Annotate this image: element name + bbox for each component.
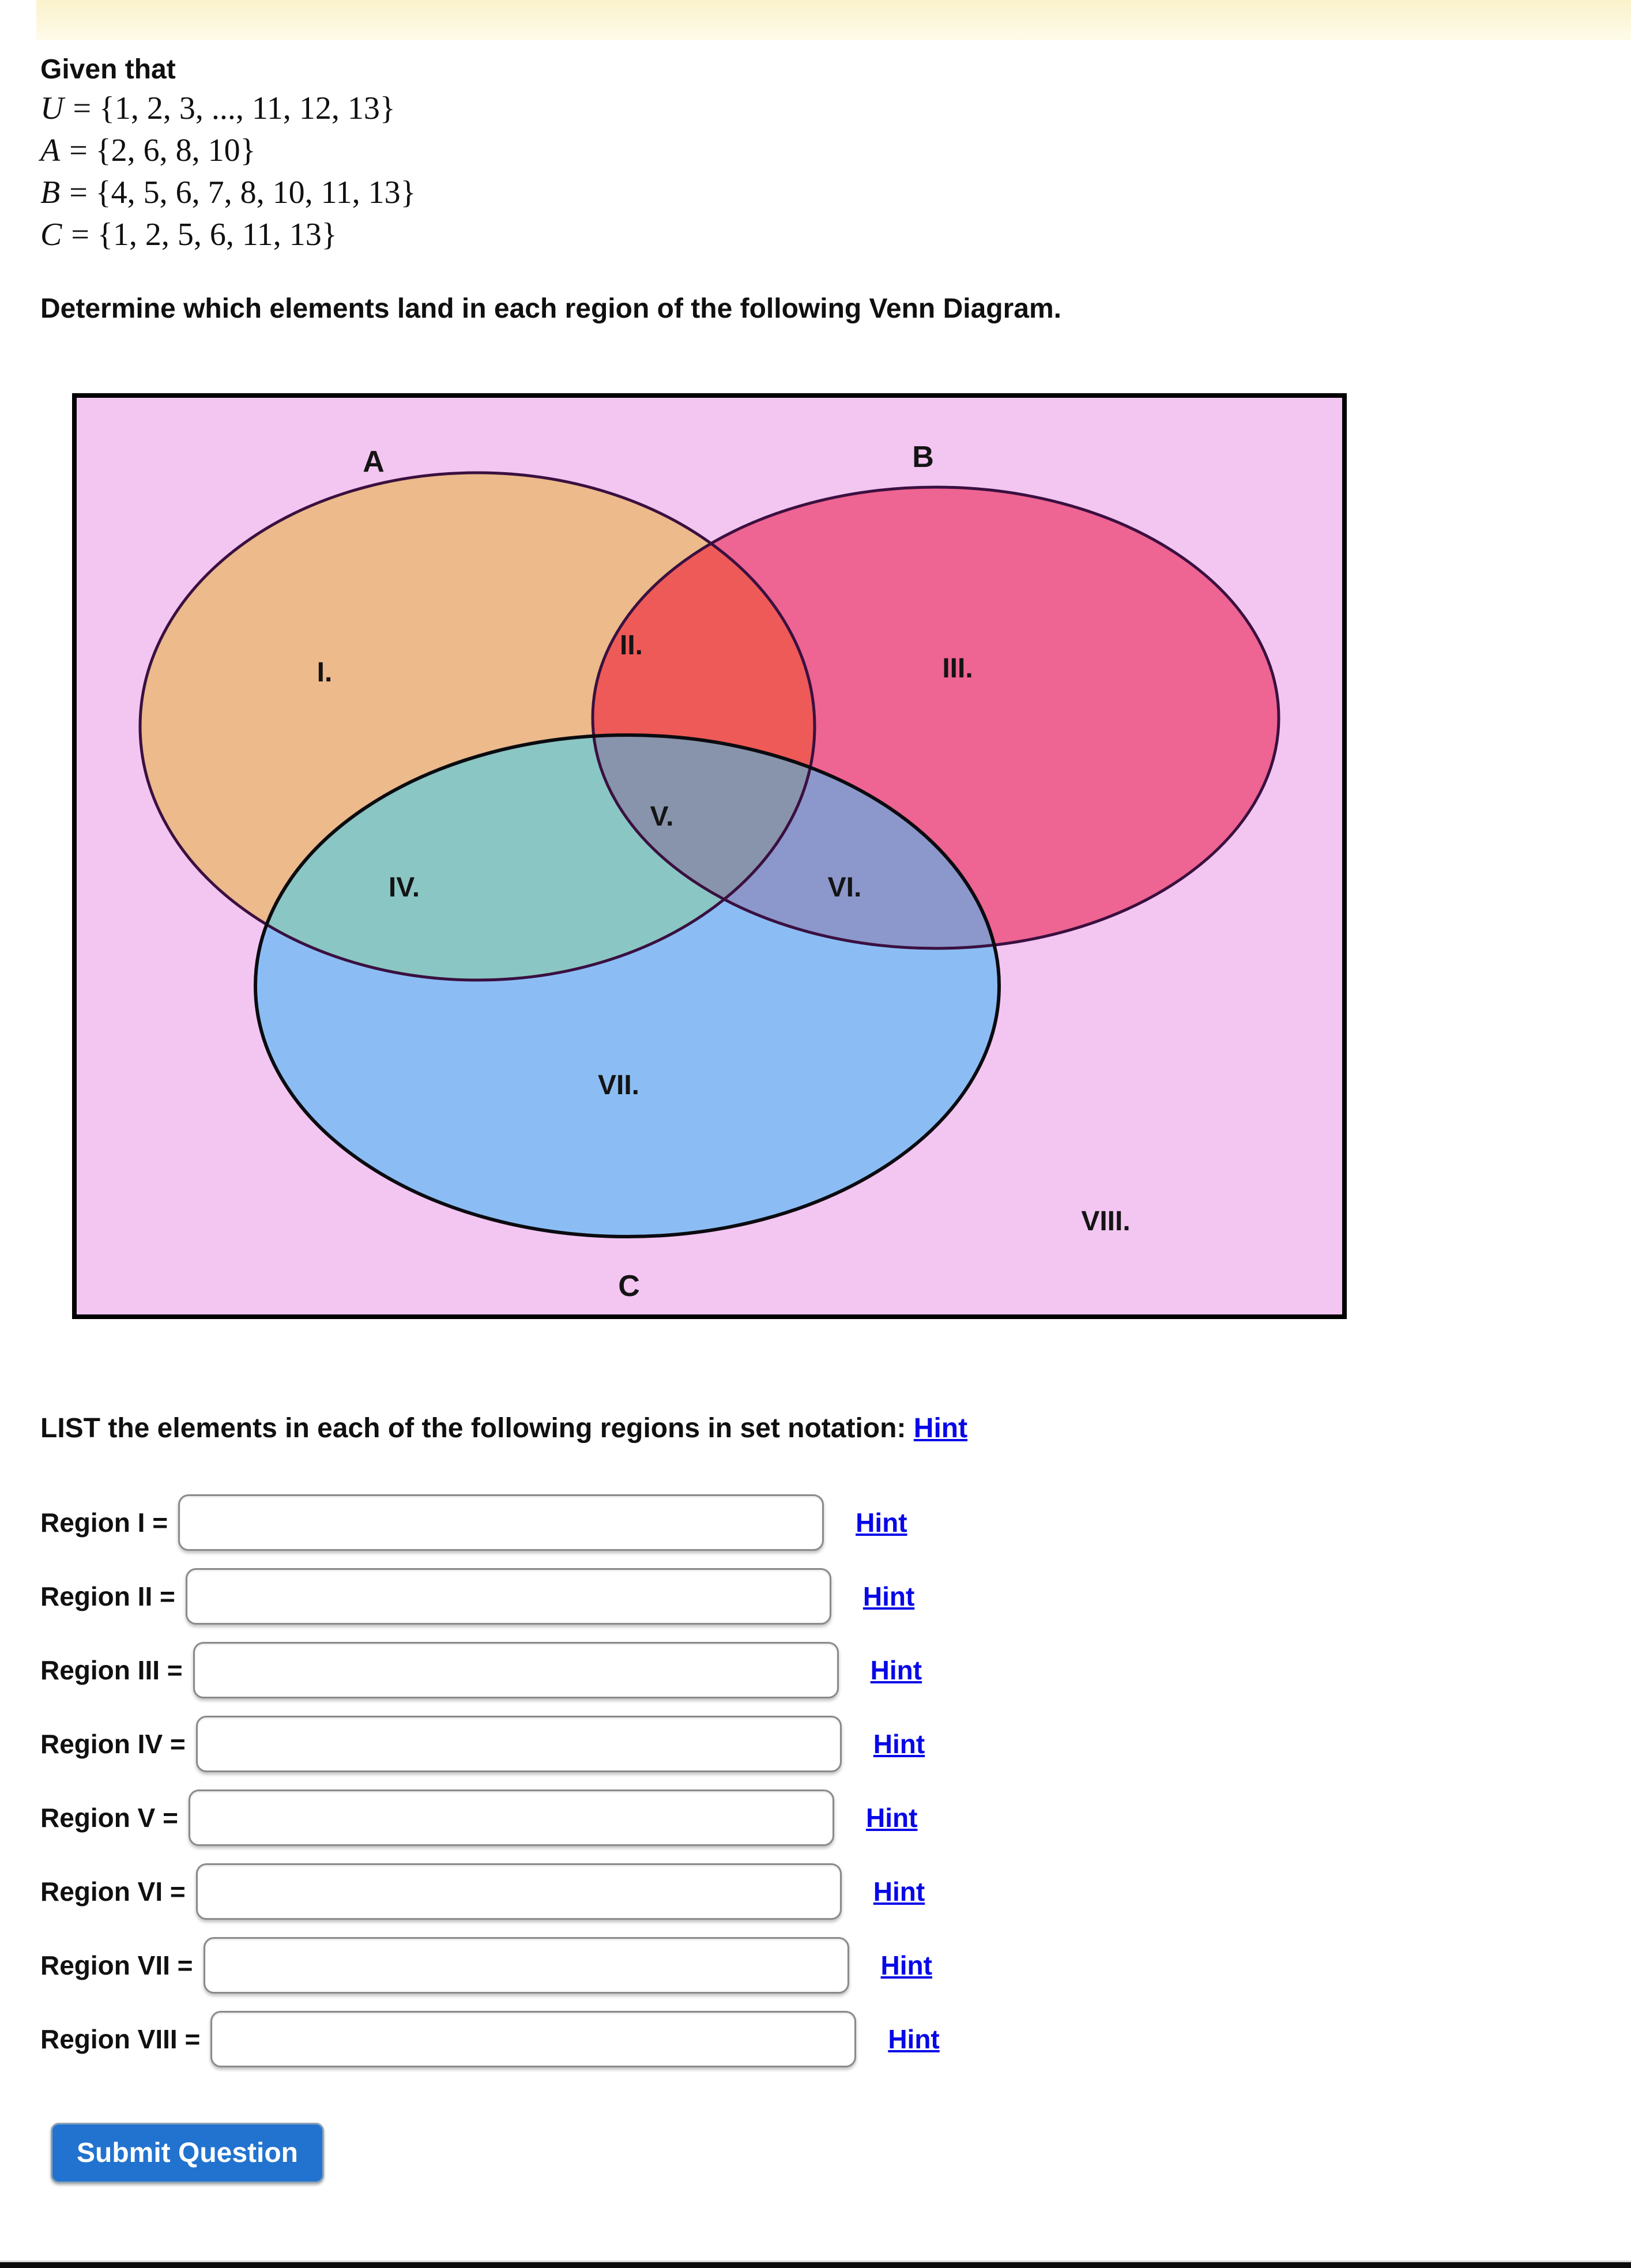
bottom-divider-bar — [0, 2261, 1631, 2268]
region-6-row: Region VI = Hint — [40, 1855, 940, 1928]
hint-link-region-5[interactable]: Hint — [865, 1803, 918, 1833]
region-4-label: Region IV = — [40, 1729, 186, 1759]
circle-c-outline — [254, 733, 1001, 1238]
region-3-label: Region III = — [40, 1655, 183, 1685]
region-1-input[interactable] — [178, 1494, 824, 1551]
region-8-label: Region VIII = — [40, 2024, 201, 2054]
region-2-row: Region II = Hint — [40, 1559, 940, 1633]
region-8-input[interactable] — [210, 2011, 857, 2067]
region-5-label: Region V = — [40, 1803, 178, 1833]
set-label-c: C — [618, 1269, 640, 1303]
region-label-1: I. — [317, 657, 333, 688]
region-label-3: III. — [942, 653, 973, 684]
region-label-2: II. — [620, 630, 643, 661]
list-instruction-line: LIST the elements in each of the followi… — [40, 1412, 967, 1444]
venn-diagram: A B C I. II. III. IV. V. VI. VII. VIII. — [72, 393, 1347, 1319]
set-var-a: A — [40, 133, 61, 168]
given-label: Given that — [40, 54, 176, 85]
region-5-input[interactable] — [188, 1789, 834, 1846]
set-body-b: = {4, 5, 6, 7, 8, 10, 11, 13} — [69, 175, 416, 210]
instruction-text: Determine which elements land in each re… — [40, 293, 1061, 324]
set-definition-b: B= {4, 5, 6, 7, 8, 10, 11, 13} — [40, 172, 416, 214]
region-bc-fill — [593, 735, 999, 948]
region-7-input[interactable] — [203, 1937, 849, 1994]
venn-svg: A B C I. II. III. IV. V. VI. VII. VIII. — [77, 398, 1342, 1314]
region-7-label: Region VII = — [40, 1950, 193, 1980]
set-label-b: B — [912, 440, 934, 474]
region-answer-rows: Region I = Hint Region II = Hint Region … — [40, 1486, 940, 2076]
highlight-bar — [36, 0, 1631, 40]
hint-link-main[interactable]: Hint — [913, 1413, 968, 1444]
set-body-u: = {1, 2, 3, ..., 11, 12, 13} — [73, 91, 395, 126]
set-label-a: A — [363, 445, 385, 479]
circle-b-outline — [591, 485, 1280, 950]
region-3-row: Region III = Hint — [40, 1633, 940, 1707]
given-block: Given that U = {1, 2, 3, ..., 11, 12, 13}… — [40, 52, 416, 256]
region-6-label: Region VI = — [40, 1877, 186, 1907]
list-instruction-text: LIST the elements in each of the followi… — [40, 1413, 906, 1444]
set-var-b: B — [40, 175, 61, 210]
region-5-row: Region V = Hint — [40, 1781, 940, 1855]
hint-link-region-7[interactable]: Hint — [880, 1950, 932, 1980]
region-2-input[interactable] — [185, 1568, 831, 1625]
hint-link-region-1[interactable]: Hint — [856, 1508, 907, 1538]
hint-link-region-3[interactable]: Hint — [870, 1655, 922, 1685]
set-definition-u: U = {1, 2, 3, ..., 11, 12, 13} — [40, 88, 416, 130]
region-4-row: Region IV = Hint — [40, 1707, 940, 1781]
hint-link-region-2[interactable]: Hint — [862, 1581, 915, 1611]
set-definition-a: A= {2, 6, 8, 10} — [40, 130, 416, 172]
submit-question-button[interactable]: Submit Question — [51, 2123, 324, 2183]
set-body-c: = {1, 2, 5, 6, 11, 13} — [71, 217, 337, 253]
region-1-row: Region I = Hint — [40, 1486, 940, 1559]
set-body-a: = {2, 6, 8, 10} — [69, 133, 256, 168]
set-var-c: C — [40, 217, 62, 253]
region-4-input[interactable] — [195, 1716, 842, 1772]
region-8-row: Region VIII = Hint — [40, 2002, 940, 2076]
region-label-7: VII. — [598, 1070, 639, 1101]
set-var-u: U — [40, 91, 64, 126]
region-1-label: Region I = — [40, 1508, 168, 1538]
hint-link-region-4[interactable]: Hint — [873, 1729, 925, 1759]
region-6-input[interactable] — [195, 1863, 842, 1920]
region-label-5: V. — [650, 801, 674, 832]
region-label-4: IV. — [389, 872, 420, 903]
hint-link-region-6[interactable]: Hint — [873, 1877, 925, 1907]
region-3-input[interactable] — [193, 1642, 839, 1698]
region-label-8: VIII. — [1081, 1206, 1130, 1237]
region-2-label: Region II = — [40, 1581, 175, 1611]
region-label-6: VI. — [828, 872, 862, 903]
set-definition-c: C= {1, 2, 5, 6, 11, 13} — [40, 214, 416, 256]
region-7-row: Region VII = Hint — [40, 1928, 940, 2002]
hint-link-region-8[interactable]: Hint — [888, 2024, 940, 2054]
circle-a-outline — [138, 471, 816, 982]
